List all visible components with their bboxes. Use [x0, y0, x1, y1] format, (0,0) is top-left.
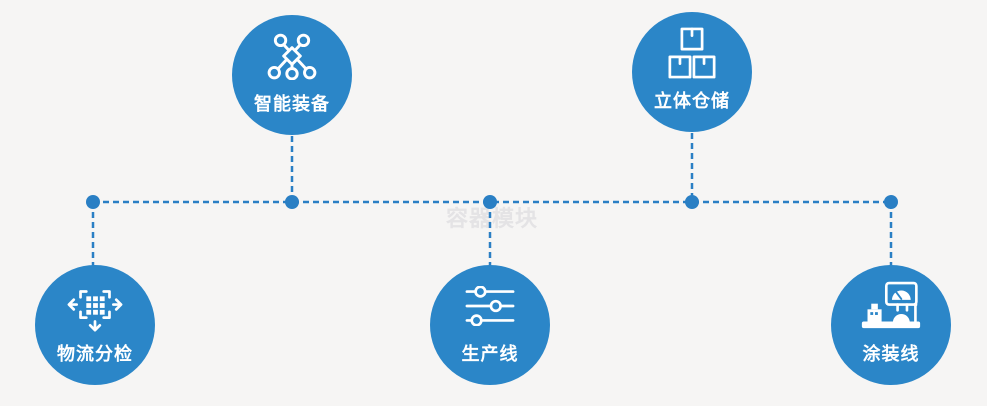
node-coating-line: 涂装线 — [831, 265, 951, 385]
junction-dot — [483, 195, 497, 209]
network-nodes-icon — [267, 30, 317, 82]
node-smart-equipment: 智能装备 — [232, 15, 352, 135]
node-label: 智能装备 — [254, 94, 330, 115]
watermark: 容器模块 — [446, 207, 539, 232]
node-label: 生产线 — [461, 344, 519, 365]
junction-dot — [285, 195, 299, 209]
node-stereo-warehouse: 立体仓储 — [632, 12, 752, 132]
stacked-boxes-icon — [665, 27, 719, 79]
junction-dot — [86, 195, 100, 209]
node-production-line: 生产线 — [430, 265, 550, 385]
node-label: 物流分检 — [57, 344, 133, 365]
junction-dot — [685, 195, 699, 209]
sorting-dispatch-icon — [67, 280, 123, 332]
machine-console-icon — [860, 280, 922, 332]
node-label: 立体仓储 — [654, 91, 730, 112]
junction-dot — [884, 195, 898, 209]
node-logistics-sorting: 物流分检 — [35, 265, 155, 385]
sliders-icon — [465, 280, 515, 332]
node-label: 涂装线 — [862, 344, 920, 365]
